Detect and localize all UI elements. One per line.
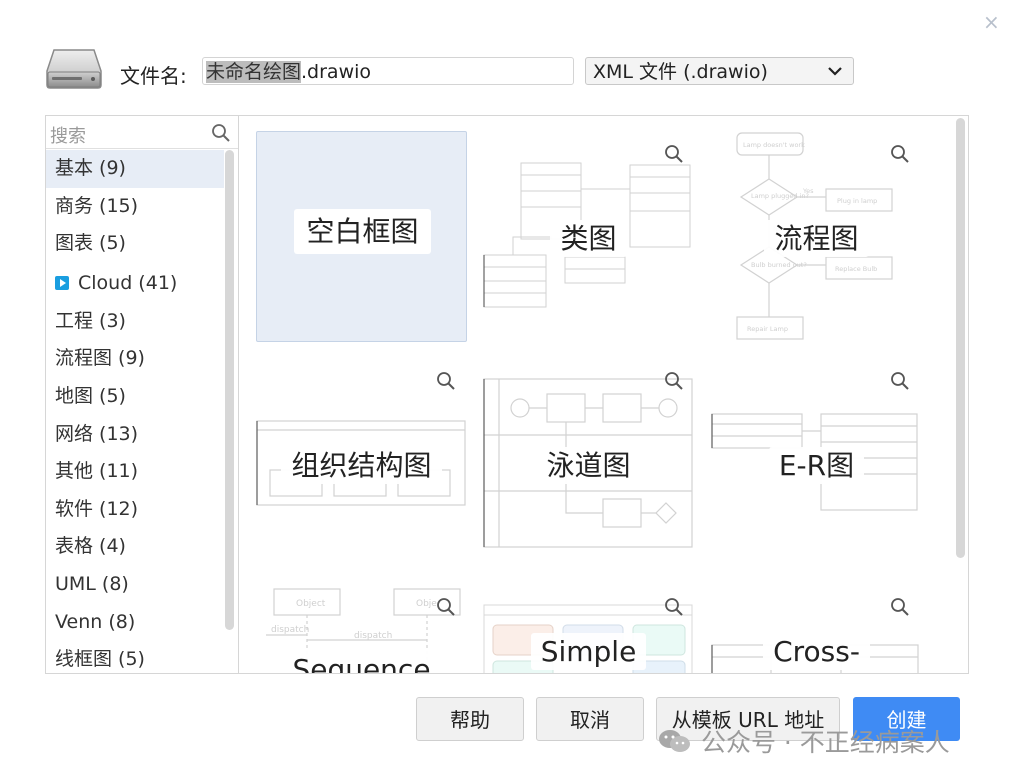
template-er-diagram[interactable]: E-R图	[711, 358, 922, 569]
category-engineering[interactable]: 工程 (3)	[55, 309, 126, 332]
flowchart-step-text: Lamp plugged in?	[751, 192, 809, 200]
zoom-icon[interactable]	[890, 144, 910, 164]
zoom-icon[interactable]	[664, 371, 684, 391]
flowchart-step-text: Plug in lamp	[837, 197, 877, 205]
category-business[interactable]: 商务 (15)	[55, 194, 139, 217]
template-cross-functional[interactable]: Cross-	[711, 585, 922, 673]
wechat-icon	[659, 730, 690, 752]
category-wireframes[interactable]: 线框图 (5)	[55, 648, 145, 671]
category-software[interactable]: 软件 (12)	[55, 497, 139, 520]
template-sequence[interactable]: Object Obje dispatch dispatch Sequence	[256, 585, 467, 673]
category-flowchart[interactable]: 流程图 (9)	[55, 347, 145, 370]
filetype-selected-value: XML 文件 (.drawio)	[593, 61, 768, 83]
flowchart-step-text: Yes	[802, 187, 814, 195]
watermark-text: 公众号 · 不正经病案人	[700, 728, 950, 757]
sequence-preview: Object Obje dispatch dispatch	[266, 588, 461, 673]
template-label: Simple	[530, 633, 647, 670]
search-icon[interactable]	[211, 123, 231, 143]
search-box[interactable]: 搜索	[46, 116, 238, 149]
template-org-chart[interactable]: 组织结构图	[256, 358, 467, 569]
sequence-object-text: Obje	[416, 599, 437, 609]
template-swimlane[interactable]: 泳道图	[483, 358, 694, 569]
sequence-message-text: dispatch	[354, 631, 392, 641]
filetype-select[interactable]: XML 文件 (.drawio)	[585, 57, 854, 85]
filename-extension: .drawio	[301, 61, 372, 83]
from-template-url-button[interactable]: 从模板 URL 地址	[656, 697, 840, 741]
category-maps[interactable]: 地图 (5)	[55, 384, 126, 407]
zoom-icon[interactable]	[890, 597, 910, 617]
category-basic[interactable]: 基本 (9)	[46, 150, 224, 188]
hard-drive-icon	[46, 49, 102, 89]
template-label: 流程图	[764, 220, 869, 257]
flowchart-step-text: Bulb burned out?	[751, 261, 807, 269]
category-tables[interactable]: 表格 (4)	[55, 535, 126, 558]
template-label: 类图	[550, 220, 627, 257]
create-button[interactable]: 创建	[853, 697, 960, 741]
search-input[interactable]: 搜索	[50, 126, 86, 147]
expand-arrow-icon[interactable]	[55, 275, 69, 290]
flowchart-step-text: Repair Lamp	[747, 325, 788, 333]
category-scrollbar[interactable]	[225, 150, 234, 630]
template-label: Cross-	[763, 633, 870, 670]
template-class-diagram[interactable]: 类图	[483, 131, 694, 342]
template-blank[interactable]: 空白框图	[256, 131, 467, 342]
chevron-down-icon	[828, 67, 842, 76]
category-charts[interactable]: 图表 (5)	[55, 232, 126, 255]
zoom-icon[interactable]	[664, 144, 684, 164]
template-label: 泳道图	[536, 447, 641, 484]
category-network[interactable]: 网络 (13)	[55, 422, 139, 445]
sequence-object-text: Object	[296, 599, 326, 609]
filename-input[interactable]: 未命名绘图.drawio	[202, 57, 574, 85]
category-list: 基本 (9) 商务 (15) 图表 (5) Cloud (41) 工程 (3) …	[46, 150, 224, 673]
template-label: 组织结构图	[281, 447, 442, 484]
category-panel: 搜索 基本 (9) 商务 (15) 图表 (5) Cloud (41) 工程 (…	[45, 115, 239, 674]
template-scrollbar[interactable]	[956, 118, 965, 558]
template-simple[interactable]: Simple	[483, 585, 694, 673]
flowchart-step-text: Replace Bulb	[835, 265, 877, 273]
help-button[interactable]: 帮助	[416, 697, 524, 741]
zoom-icon[interactable]	[890, 371, 910, 391]
sequence-message-text: dispatch	[271, 625, 309, 635]
flowchart-preview: Lamp doesn't work Lamp plugged in? Plug …	[736, 132, 893, 340]
template-label: Sequence	[282, 651, 441, 673]
template-label: 空白框图	[294, 209, 431, 254]
zoom-icon[interactable]	[664, 597, 684, 617]
cancel-button[interactable]: 取消	[536, 697, 644, 741]
close-icon[interactable]: ×	[983, 10, 1000, 34]
class-diagram-preview	[483, 162, 691, 308]
category-cloud-label: Cloud (41)	[78, 271, 178, 294]
watermark: 公众号 · 不正经病案人	[657, 723, 950, 759]
zoom-icon[interactable]	[436, 597, 456, 617]
filename-selected-text: 未命名绘图	[206, 61, 302, 83]
category-uml[interactable]: UML (8)	[55, 572, 129, 595]
template-flowchart[interactable]: Lamp doesn't work Lamp plugged in? Plug …	[711, 131, 922, 342]
flowchart-step-text: Lamp doesn't work	[743, 141, 805, 149]
template-label: E-R图	[768, 447, 865, 484]
category-other[interactable]: 其他 (11)	[55, 460, 139, 483]
filename-label: 文件名:	[120, 64, 187, 88]
zoom-icon[interactable]	[436, 371, 456, 391]
category-cloud[interactable]: Cloud (41)	[46, 263, 224, 303]
category-venn[interactable]: Venn (8)	[55, 610, 136, 633]
